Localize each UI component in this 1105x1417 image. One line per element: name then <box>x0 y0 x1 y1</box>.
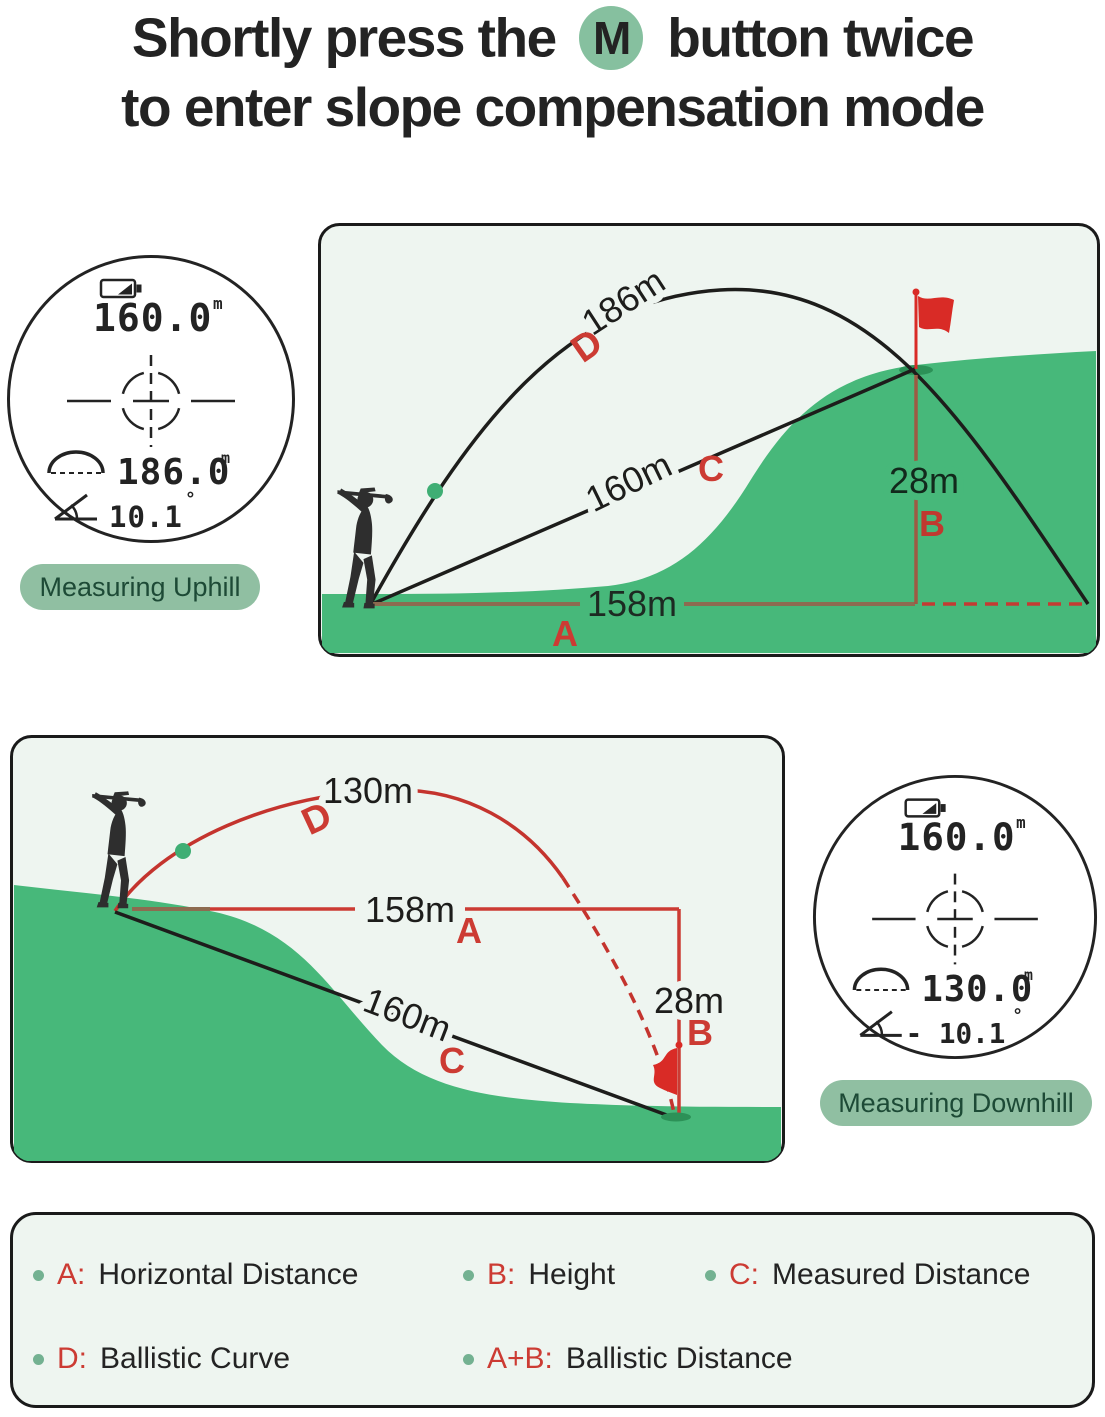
uphill-horizontal-letter: A <box>552 613 578 654</box>
downhill-height-letter: B <box>687 1012 713 1053</box>
legend-letter: B: <box>487 1258 516 1291</box>
slope-icon <box>47 450 105 474</box>
bullet-dot-icon <box>463 1353 474 1365</box>
uphill-angle-value: 10.1 <box>109 500 183 534</box>
golf-ball <box>427 483 443 499</box>
uphill-horizontal-distance-label: 158m <box>587 583 677 624</box>
uphill-measured-line <box>369 367 916 607</box>
uphill-height-label: 28m <box>889 460 959 501</box>
page-title: Shortly press the M button twice to ente… <box>0 6 1105 138</box>
bullet-dot-icon <box>463 1269 474 1281</box>
legend-item-c: C: Measured Distance <box>705 1255 1030 1295</box>
reticle-crosshair-icon <box>872 873 1038 965</box>
downhill-diagram: 130m D 158m A 160m C 28m B <box>10 735 785 1163</box>
downhill-slope-unit: m <box>1024 967 1033 984</box>
downhill-measured-letter: C <box>439 1040 465 1081</box>
legend-letter: D: <box>57 1342 87 1375</box>
bullet-dot-icon <box>33 1269 44 1281</box>
legend-letter: A: <box>57 1258 86 1291</box>
uphill-ballistic-curve <box>368 287 1090 606</box>
uphill-measured-letter: C <box>698 448 724 489</box>
downhill-height-label: 28m <box>654 980 724 1021</box>
uphill-hill-shape <box>322 351 1096 653</box>
downhill-distance-value: 160.0 <box>898 815 1016 859</box>
downhill-distance-unit: m <box>1016 813 1025 832</box>
legend-item-d: D: Ballistic Curve <box>33 1339 290 1379</box>
flag-base-shadow <box>661 1112 691 1122</box>
uphill-rangefinder-display: 160.0 m 186.0 m 10.1 ° <box>7 255 295 543</box>
uphill-diagram: 186m D 160m C 158m A 28m B <box>318 223 1100 657</box>
uphill-slope-unit: m <box>221 449 230 467</box>
legend-item-a: A: Horizontal Distance <box>33 1255 358 1295</box>
downhill-angle-unit: ° <box>1012 1007 1023 1027</box>
title-line1-pre: Shortly press the <box>131 6 557 69</box>
legend-description: Measured Distance <box>772 1258 1031 1291</box>
reticle-crosshair-icon <box>67 355 235 447</box>
golf-ball <box>175 843 191 859</box>
uphill-distance-unit: m <box>213 294 223 313</box>
legend-item-a-plus-b: A+B: Ballistic Distance <box>463 1339 793 1379</box>
legend-box: A: Horizontal Distance B: Height C: Meas… <box>10 1212 1095 1408</box>
downhill-hill-shape <box>14 885 781 1161</box>
bullet-dot-icon <box>705 1269 716 1281</box>
legend-item-b: B: Height <box>463 1255 615 1295</box>
battery-icon <box>99 278 142 299</box>
downhill-measured-line <box>114 910 673 1119</box>
title-line1-post: button twice <box>667 6 974 69</box>
flag-icon <box>912 288 954 369</box>
title-line-2: to enter slope compensation mode <box>121 76 985 138</box>
downhill-horizontal-distance-label: 158m <box>365 889 455 930</box>
downhill-horizontal-letter: A <box>456 910 482 951</box>
downhill-ballistic-curve-solid <box>113 788 565 912</box>
downhill-rangefinder-display: 160.0 m 130.0 m - 10.1 ° <box>812 774 1098 1060</box>
legend-letter: A+B: <box>487 1342 553 1375</box>
measuring-downhill-badge: Measuring Downhill <box>820 1080 1092 1126</box>
uphill-height-letter: B <box>919 503 945 544</box>
downhill-slope-distance-value: 130.0 <box>921 969 1033 1010</box>
m-button: M <box>579 6 644 70</box>
slope-icon <box>852 967 910 991</box>
bullet-dot-icon <box>33 1353 44 1365</box>
legend-description: Height <box>528 1258 616 1291</box>
measuring-uphill-badge: Measuring Uphill <box>20 564 260 610</box>
legend-letter: C: <box>729 1258 759 1291</box>
title-line-1: Shortly press the M button twice <box>0 6 1105 78</box>
uphill-angle-unit: ° <box>185 489 196 510</box>
angle-icon <box>54 493 97 521</box>
downhill-ballistic-distance-label: 130m <box>323 770 413 811</box>
uphill-slope-distance-value: 186.0 <box>117 452 230 493</box>
legend-description: Ballistic Distance <box>565 1342 793 1375</box>
legend-description: Horizontal Distance <box>98 1258 359 1291</box>
uphill-distance-value: 160.0 <box>93 296 212 340</box>
flag-icon <box>653 1041 683 1095</box>
downhill-angle-value: - 10.1 <box>906 1017 1006 1050</box>
legend-description: Ballistic Curve <box>100 1342 291 1375</box>
angle-icon <box>859 1010 902 1037</box>
